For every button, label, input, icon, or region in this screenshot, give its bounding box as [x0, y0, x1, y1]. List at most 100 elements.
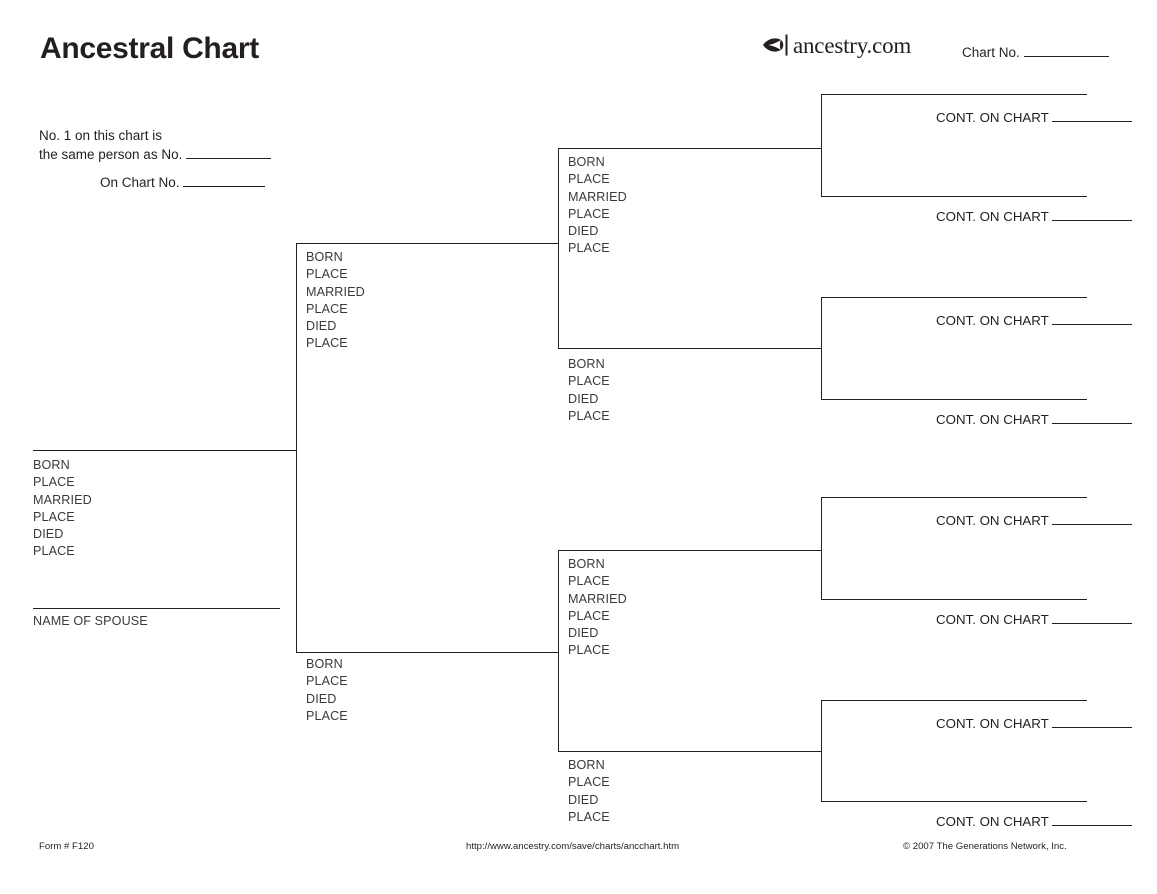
person-12-name-line[interactable] — [821, 497, 1087, 498]
person-10-cont-blank[interactable] — [1052, 313, 1133, 325]
person-7-death-place-label: PLACE — [568, 809, 610, 824]
person-8-cont-on-chart[interactable]: CONT. ON CHART — [936, 110, 1133, 125]
person-2-born-label: BORN — [306, 250, 343, 264]
person-3-birthplace-label: PLACE — [306, 674, 348, 689]
person-4-married-label: MARRIED — [568, 189, 627, 204]
person-9-name-line[interactable] — [821, 196, 1087, 197]
person-4-death-place-label: PLACE — [568, 241, 610, 256]
connector-person7-to-gen4 — [797, 751, 822, 752]
connector-person3-to-gen3 — [535, 652, 559, 653]
person-3-name-line[interactable] — [296, 652, 558, 653]
gen3-upper-bracket-vertical — [558, 148, 559, 349]
same-person-line-1: No. 1 on this chart is — [39, 128, 163, 143]
person-7-birthplace-label: PLACE — [568, 775, 610, 790]
person-5-death-place-label: PLACE — [568, 408, 610, 423]
person-9-cont-label: CONT. ON CHART — [936, 209, 1049, 224]
person-3-death-place-label: PLACE — [306, 708, 348, 723]
chart-number-field[interactable]: Chart No. — [962, 45, 1109, 60]
same-person-line-2-wrap[interactable]: the same person as No. — [39, 145, 272, 164]
person-7-name-line[interactable] — [558, 751, 821, 752]
person-9-cont-blank[interactable] — [1052, 209, 1133, 221]
same-person-number-blank[interactable] — [186, 147, 272, 159]
person-1-born-label: BORN — [33, 458, 70, 472]
person-8-cont-label: CONT. ON CHART — [936, 110, 1049, 125]
person-12-cont-on-chart[interactable]: CONT. ON CHART — [936, 513, 1133, 528]
person-11-name-line[interactable] — [821, 399, 1087, 400]
person-8-name-line[interactable] — [821, 94, 1087, 95]
person-8-cont-blank[interactable] — [1052, 110, 1133, 122]
person-10-name-line[interactable] — [821, 297, 1087, 298]
person-11-cont-on-chart[interactable]: CONT. ON CHART — [936, 412, 1133, 427]
on-chart-number-field[interactable]: On Chart No. — [100, 175, 266, 190]
person-6-marriage-place-label: PLACE — [568, 608, 610, 623]
person-13-name-line[interactable] — [821, 599, 1087, 600]
person-7-born-label: BORN — [568, 758, 605, 772]
person-3-fields: BORN PLACE DIED PLACE — [306, 656, 348, 725]
person-4-name-line[interactable] — [558, 148, 821, 149]
person-10-cont-label: CONT. ON CHART — [936, 313, 1049, 328]
person-7-died-label: DIED — [568, 792, 599, 807]
person-1-married-label: MARRIED — [33, 492, 92, 507]
person-14-cont-blank[interactable] — [1052, 716, 1133, 728]
gen2-bracket-vertical — [296, 243, 297, 653]
person-1-death-place-label: PLACE — [33, 544, 75, 559]
chart-number-blank[interactable] — [1023, 45, 1109, 57]
footer-form-number: Form # F120 — [39, 841, 94, 852]
same-person-line-2: the same person as No. — [39, 147, 183, 162]
person-15-name-line[interactable] — [821, 801, 1087, 802]
leaf-logo-icon — [763, 34, 788, 56]
person-1-spouse-label: NAME OF SPOUSE — [33, 614, 148, 628]
connector-person2-to-gen3 — [535, 243, 559, 244]
person-15-cont-blank[interactable] — [1052, 814, 1133, 826]
person-6-married-label: MARRIED — [568, 591, 627, 606]
person-1-marriage-place-label: PLACE — [33, 509, 75, 524]
person-13-cont-blank[interactable] — [1052, 612, 1133, 624]
person-14-name-line[interactable] — [821, 700, 1087, 701]
person-2-death-place-label: PLACE — [306, 336, 348, 351]
person-2-name-line[interactable] — [296, 243, 558, 244]
person-4-died-label: DIED — [568, 224, 599, 239]
person-2-birthplace-label: PLACE — [306, 267, 348, 282]
person-11-cont-blank[interactable] — [1052, 412, 1133, 424]
person-11-cont-label: CONT. ON CHART — [936, 412, 1049, 427]
person-5-born-label: BORN — [568, 357, 605, 371]
person-4-fields: BORN PLACE MARRIED PLACE DIED PLACE — [568, 154, 627, 258]
person-10-cont-on-chart[interactable]: CONT. ON CHART — [936, 313, 1133, 328]
person-6-death-place-label: PLACE — [568, 643, 610, 658]
person-9-cont-on-chart[interactable]: CONT. ON CHART — [936, 209, 1133, 224]
person-1-birthplace-label: PLACE — [33, 475, 75, 490]
person-12-cont-blank[interactable] — [1052, 513, 1133, 525]
person-13-cont-on-chart[interactable]: CONT. ON CHART — [936, 612, 1133, 627]
connector-person5-to-gen4 — [797, 348, 822, 349]
connector-person6-to-gen4 — [797, 550, 822, 551]
person-13-cont-label: CONT. ON CHART — [936, 612, 1049, 627]
person-12-cont-label: CONT. ON CHART — [936, 513, 1049, 528]
gen4-bracket-4-vertical — [821, 700, 822, 801]
connector-person4-to-gen4 — [797, 148, 822, 149]
person-6-born-label: BORN — [568, 557, 605, 571]
person-15-cont-on-chart[interactable]: CONT. ON CHART — [936, 814, 1133, 829]
person-4-birthplace-label: PLACE — [568, 172, 610, 187]
chart-number-label: Chart No. — [962, 45, 1020, 60]
person-6-birthplace-label: PLACE — [568, 574, 610, 589]
brand-name: ancestry.com — [793, 32, 912, 58]
on-chart-number-blank[interactable] — [183, 175, 266, 187]
person-14-cont-label: CONT. ON CHART — [936, 716, 1049, 731]
person-14-cont-on-chart[interactable]: CONT. ON CHART — [936, 716, 1133, 731]
person-5-fields: BORN PLACE DIED PLACE — [568, 356, 610, 425]
person-5-birthplace-label: PLACE — [568, 374, 610, 389]
person-15-cont-label: CONT. ON CHART — [936, 814, 1049, 829]
person-5-name-line[interactable] — [558, 348, 821, 349]
person-1-name-line[interactable] — [33, 450, 296, 451]
page-title: Ancestral Chart — [40, 32, 259, 65]
person-4-marriage-place-label: PLACE — [568, 206, 610, 221]
person-1-died-label: DIED — [33, 527, 64, 542]
footer-url[interactable]: http://www.ancestry.com/save/charts/ancc… — [466, 841, 680, 852]
person-6-name-line[interactable] — [558, 550, 821, 551]
person-2-married-label: MARRIED — [306, 284, 365, 299]
person-6-died-label: DIED — [568, 626, 599, 641]
ancestry-brand: ancestry.com — [761, 30, 911, 60]
person-1-spouse-line[interactable] — [33, 608, 280, 609]
footer-copyright: © 2007 The Generations Network, Inc. — [903, 841, 1067, 852]
